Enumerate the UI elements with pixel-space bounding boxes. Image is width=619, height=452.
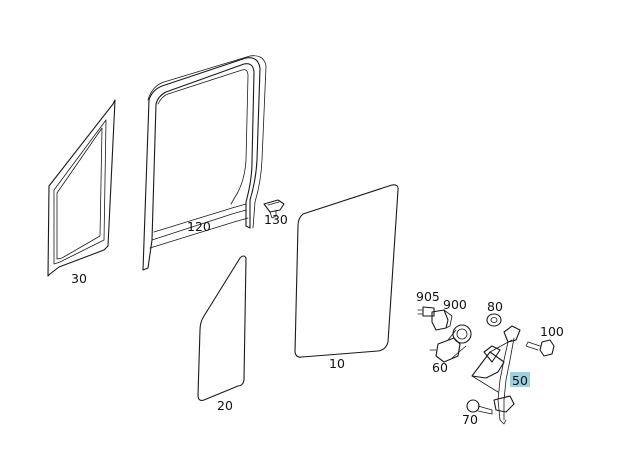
label-100[interactable]: 100 bbox=[540, 324, 564, 339]
label-50[interactable]: 50 bbox=[512, 373, 528, 388]
label-80[interactable]: 80 bbox=[487, 299, 503, 314]
bushing-part bbox=[486, 313, 502, 327]
clip-part bbox=[263, 199, 285, 219]
label-130[interactable]: 130 bbox=[264, 212, 288, 227]
label-120[interactable]: 120 bbox=[187, 219, 211, 234]
window-regulator-part bbox=[471, 325, 521, 425]
label-900[interactable]: 900 bbox=[443, 297, 467, 312]
label-30[interactable]: 30 bbox=[71, 271, 87, 286]
label-70[interactable]: 70 bbox=[462, 412, 478, 427]
bolt-upper-part bbox=[525, 339, 555, 357]
window-frame-seal bbox=[142, 55, 267, 271]
bolt-lower-part bbox=[466, 399, 493, 415]
highlight-box bbox=[510, 372, 530, 387]
quarter-window-seal bbox=[47, 99, 116, 277]
motor-part bbox=[429, 324, 472, 363]
label-20[interactable]: 20 bbox=[217, 398, 233, 413]
plug-part bbox=[431, 309, 453, 331]
quarter-glass bbox=[197, 255, 247, 401]
door-glass bbox=[294, 184, 399, 358]
label-905[interactable]: 905 bbox=[416, 289, 440, 304]
connector-part bbox=[417, 306, 435, 317]
label-60[interactable]: 60 bbox=[432, 360, 448, 375]
label-10[interactable]: 10 bbox=[329, 356, 345, 371]
